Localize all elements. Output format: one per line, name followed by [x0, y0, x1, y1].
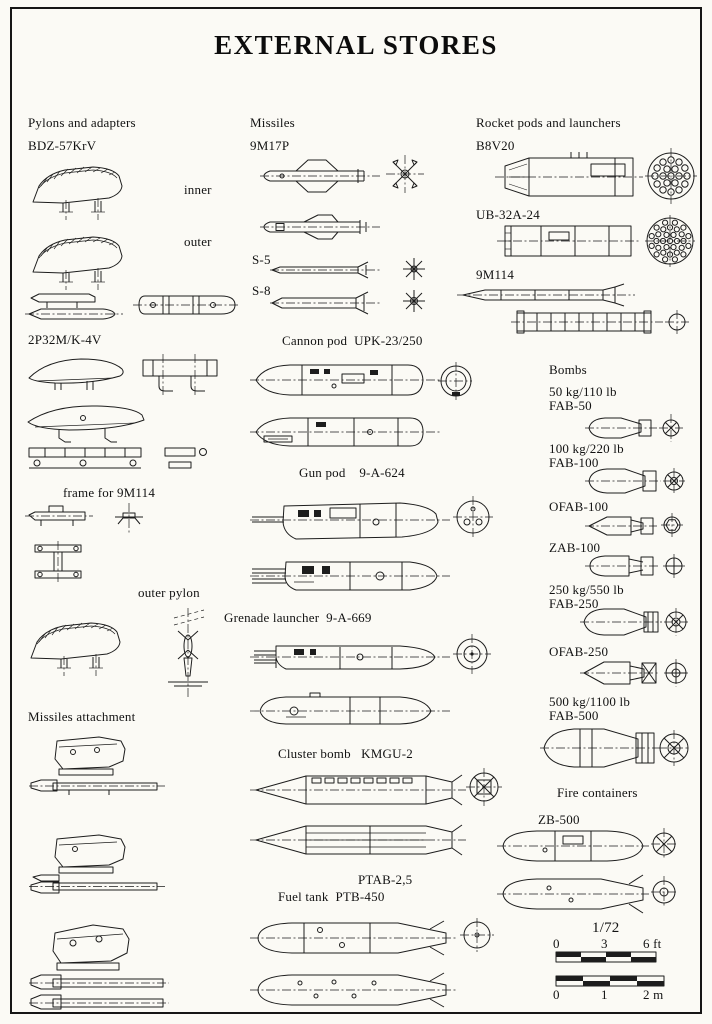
- label-frame-for-9m114: frame for 9M114: [63, 485, 156, 500]
- label-bdz-57krv: BDZ-57KrV: [28, 138, 97, 153]
- label-outer: outer: [184, 234, 212, 249]
- label-9m17p: 9M17P: [250, 138, 290, 153]
- scale-bars: [555, 951, 665, 987]
- label-fuel-tank: Fuel tank PTB-450: [278, 889, 385, 904]
- figure-missiles-attachment: [29, 736, 169, 1010]
- figure-9m17p-missile: [260, 155, 424, 240]
- heading-missiles: Missiles: [250, 115, 295, 130]
- label-fab250-weight: 250 kg/550 lb: [549, 582, 624, 597]
- figure-s5-s8-rockets: [270, 258, 425, 315]
- figure-b8v20-rocket-pod: [495, 148, 697, 204]
- figure-ofab100-bomb: [585, 513, 683, 537]
- figure-kmgu2-cluster-bomb: [250, 768, 502, 856]
- label-ub-32a-24: UB-32A-24: [476, 207, 540, 222]
- scale-m-0: 0: [553, 987, 560, 1002]
- label-inner: inner: [184, 182, 212, 197]
- figure-zab100-bomb: [585, 554, 685, 578]
- label-cluster-bomb: Cluster bomb KMGU-2: [278, 746, 413, 761]
- figure-9a624-gun-pod: [250, 496, 493, 591]
- figure-9a669-grenade-launcher: [250, 634, 491, 725]
- label-gun-pod: Gun pod 9-A-624: [299, 465, 405, 480]
- heading-fire-containers: Fire containers: [557, 785, 638, 800]
- scale-ft-3: 3: [601, 936, 608, 951]
- label-ptab: PTAB-2,5: [358, 872, 413, 887]
- figure-ub32a24-rocket-pod: [497, 215, 695, 267]
- label-b8v20: B8V20: [476, 138, 515, 153]
- figure-ofab250-bomb: [580, 659, 688, 687]
- label-fab50: FAB-50: [549, 398, 592, 413]
- heading-rocket-pods: Rocket pods and launchers: [476, 115, 621, 130]
- scale-m-2: 2 m: [643, 987, 664, 1002]
- label-ofab100: OFAB-100: [549, 499, 609, 514]
- figure-ptb450-fuel-tank: [250, 918, 494, 1008]
- figure-outer-pylon: [30, 608, 208, 698]
- figure-fab50-bomb: [585, 414, 683, 442]
- label-fab500-weight: 500 kg/1100 lb: [549, 694, 631, 709]
- page-title: EXTERNAL STORES: [214, 30, 498, 60]
- label-scale-ratio: 1/72: [592, 920, 620, 936]
- label-ofab250: OFAB-250: [549, 644, 609, 659]
- label-zab100: ZAB-100: [549, 540, 601, 555]
- label-cannon-pod: Cannon pod UPK-23/250: [282, 333, 423, 348]
- label-zb500: ZB-500: [538, 812, 580, 827]
- label-s5: S-5: [252, 252, 271, 267]
- figure-fab250-bomb: [580, 608, 688, 636]
- label-fab100-weight: 100 kg/220 lb: [549, 441, 624, 456]
- scale-ft-0: 0: [553, 936, 560, 951]
- label-fab500: FAB-500: [549, 708, 599, 723]
- figure-fab500-bomb: [540, 728, 690, 768]
- figure-zb500-fire-container: [497, 828, 677, 914]
- figure-fab100-bomb: [585, 468, 685, 494]
- label-fab50-weight: 50 kg/110 lb: [549, 384, 617, 399]
- heading-bombs: Bombs: [549, 362, 587, 377]
- label-9m114: 9M114: [476, 267, 515, 282]
- label-outer-pylon: outer pylon: [138, 585, 200, 600]
- heading-missiles-attachment: Missiles attachment: [28, 709, 136, 724]
- figure-bdz-pylons: [25, 166, 239, 320]
- label-fab250: FAB-250: [549, 596, 599, 611]
- label-fab100: FAB-100: [549, 455, 599, 470]
- figure-2p32m-adapters: [27, 354, 218, 469]
- label-grenade-launcher: Grenade launcher 9-A-669: [224, 610, 372, 625]
- figure-frame-for-9m114: [25, 503, 143, 583]
- figure-upk-23-250-cannon-pod: [250, 362, 472, 447]
- heading-pylons-and-adapters: Pylons and adapters: [28, 115, 136, 130]
- scale-m-1: 1: [601, 987, 608, 1002]
- label-s8: S-8: [252, 283, 271, 298]
- figure-9m114-missile: [457, 283, 689, 334]
- label-2p32m: 2P32M/K-4V: [28, 332, 102, 347]
- scale-ft-6: 6 ft: [643, 936, 662, 951]
